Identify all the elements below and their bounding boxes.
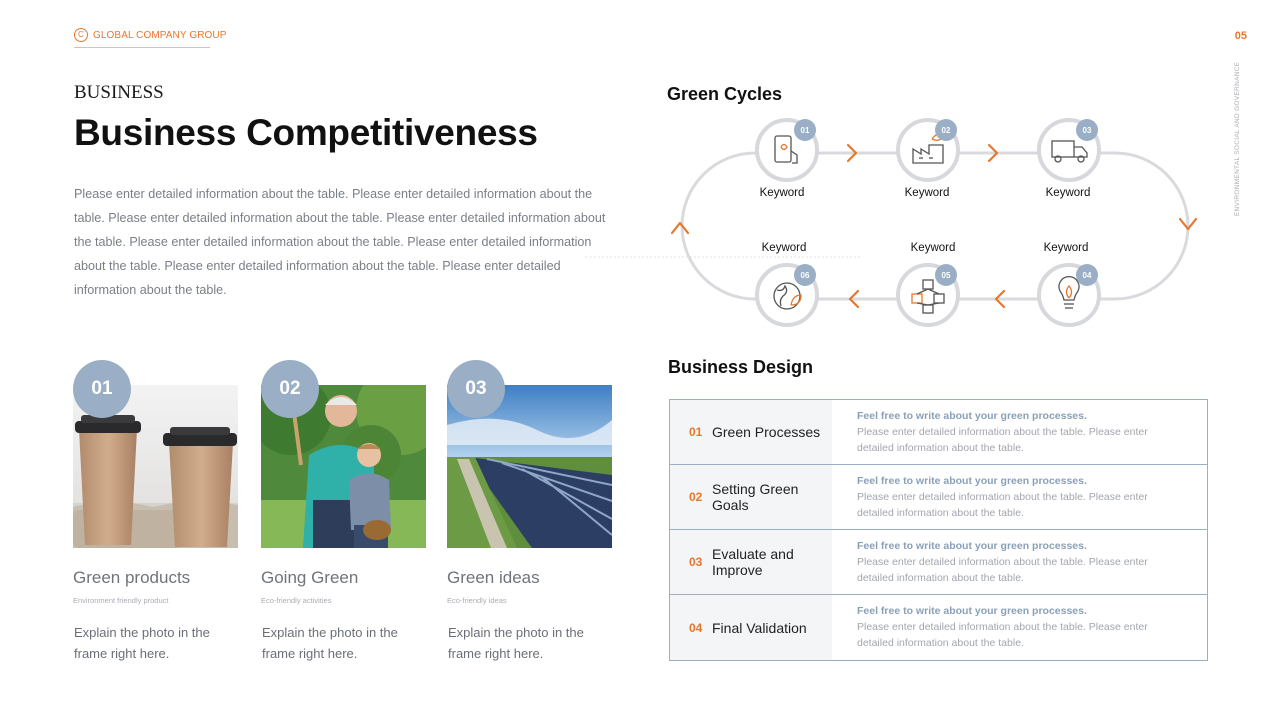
dotted-divider	[585, 256, 860, 258]
section-overline: BUSINESS	[74, 82, 164, 103]
cycle-track	[680, 151, 1190, 301]
row-number: 02	[689, 490, 703, 504]
page-description: Please enter detailed information about …	[74, 187, 606, 297]
cycle-node-number: 06	[801, 271, 810, 280]
table-row: 03 Evaluate and Improve Feel free to wri…	[670, 530, 1207, 595]
card-badge: 02	[261, 360, 319, 418]
arrow-down-icon	[1178, 217, 1198, 231]
row-number: 03	[689, 555, 703, 569]
cycle-label: Keyword	[1045, 187, 1091, 199]
cycle-label: Keyword	[1043, 242, 1089, 254]
row-label: Green Processes	[712, 424, 821, 440]
business-design-title: Business Design	[668, 357, 814, 377]
vertical-caption-text: ENVIRONMENTAL SOCIAL AND GOVERNANCE	[1234, 61, 1241, 216]
cycle-label: Keyword	[904, 187, 950, 199]
row-content: Feel free to write about your green proc…	[857, 539, 1177, 586]
cycle-node-number: 01	[801, 126, 810, 135]
mobile-recycle-icon	[774, 135, 798, 164]
business-design-table: 01 Green Processes Feel free to write ab…	[669, 399, 1208, 661]
brand-name: GLOBAL COMPANY GROUP	[93, 29, 227, 41]
card-badge: 01	[73, 360, 131, 418]
vertical-caption: ENVIRONMENTAL SOCIAL AND GOVERNANCE	[1232, 61, 1246, 216]
cycle-label: Keyword	[910, 242, 956, 254]
table-row: 02 Setting Green Goals Feel free to writ…	[670, 465, 1207, 530]
row-heading: Feel free to write about your green proc…	[857, 475, 1087, 487]
page-number: 05	[1234, 30, 1247, 42]
row-body: Please enter detailed information about …	[857, 426, 1148, 454]
row-heading: Feel free to write about your green proc…	[857, 410, 1087, 422]
row-label-cell: 02 Setting Green Goals	[670, 465, 832, 529]
row-label-cell: 01 Green Processes	[670, 400, 832, 464]
green-globe-icon	[773, 282, 802, 310]
table-row: 04 Final Validation Feel free to write a…	[670, 595, 1207, 660]
arrow-up-icon	[670, 221, 690, 235]
row-body: Please enter detailed information about …	[857, 556, 1148, 584]
table-row: 01 Green Processes Feel free to write ab…	[670, 400, 1207, 465]
row-content: Feel free to write about your green proc…	[857, 474, 1177, 521]
card-title: Green products	[73, 568, 191, 587]
row-label: Setting Green Goals	[712, 481, 799, 513]
cycle-label: Keyword	[759, 187, 805, 199]
row-label-cell: 04 Final Validation	[670, 595, 832, 660]
row-label: Evaluate and Improve	[712, 546, 794, 578]
photo-solar-field	[447, 385, 612, 548]
row-content: Feel free to write about your green proc…	[857, 409, 1177, 456]
card-text: Explain the photo in the frame right her…	[74, 625, 210, 661]
network-blocks-icon	[911, 279, 945, 314]
arrow-left-icon	[994, 289, 1006, 309]
cycle-node-06	[755, 263, 819, 327]
cycle-node-05	[896, 263, 960, 327]
green-cycle-diagram: 01 02 03 04 05 06	[670, 118, 1198, 327]
card-title: Green ideas	[447, 568, 540, 587]
cycle-label: Keyword	[761, 242, 807, 254]
cycle-node-02	[896, 118, 960, 182]
card-green-ideas: 03 Green ideas Eco-friendly ideas Explai…	[447, 360, 612, 680]
photo-grandfather-grandson	[261, 385, 426, 548]
brand-underline	[74, 47, 210, 48]
row-body: Please enter detailed information about …	[857, 621, 1148, 649]
card-subtitle: Eco-friendly ideas	[447, 596, 507, 605]
cycle-node-number: 05	[942, 271, 951, 280]
cycle-node-number: 04	[1083, 271, 1092, 280]
cycle-node-01	[755, 118, 819, 182]
cycle-node-number: 03	[1083, 126, 1092, 135]
green-cycles-title: Green Cycles	[667, 84, 783, 104]
idea-bulb-icon	[1058, 275, 1080, 309]
card-text: Explain the photo in the frame right her…	[448, 625, 584, 661]
card-subtitle: Eco-friendly activities	[261, 596, 332, 605]
card-green-products: 01 Green products Environment friendly	[73, 360, 238, 680]
card-badge: 03	[447, 360, 505, 418]
card-text: Explain the photo in the frame right her…	[262, 625, 398, 661]
photo-coffee-cups	[73, 385, 238, 548]
copyright-icon: C	[74, 28, 88, 42]
card-subtitle: Environment friendly product	[73, 596, 169, 605]
cycle-node-04	[1037, 263, 1101, 327]
row-number: 04	[689, 620, 703, 635]
row-body: Please enter detailed information about …	[857, 491, 1148, 519]
row-label-cell: 03 Evaluate and Improve	[670, 530, 832, 594]
brand-logo: C GLOBAL COMPANY GROUP	[74, 28, 227, 42]
cycle-node-03	[1037, 118, 1101, 182]
row-heading: Feel free to write about your green proc…	[857, 605, 1087, 617]
arrow-left-icon	[848, 289, 860, 309]
row-content: Feel free to write about your green proc…	[857, 604, 1177, 651]
row-label: Final Validation	[712, 619, 807, 636]
row-heading: Feel free to write about your green proc…	[857, 540, 1087, 552]
arrow-right-icon	[987, 143, 999, 163]
delivery-truck-icon	[1051, 140, 1088, 163]
row-number: 01	[689, 425, 703, 439]
card-title: Going Green	[261, 568, 359, 587]
arrow-right-icon	[846, 143, 858, 163]
cycle-node-number: 02	[942, 126, 951, 135]
card-going-green: 02 Going Green Eco-friendly activities E…	[261, 360, 426, 680]
page-title: Business Competitiveness	[74, 112, 538, 153]
